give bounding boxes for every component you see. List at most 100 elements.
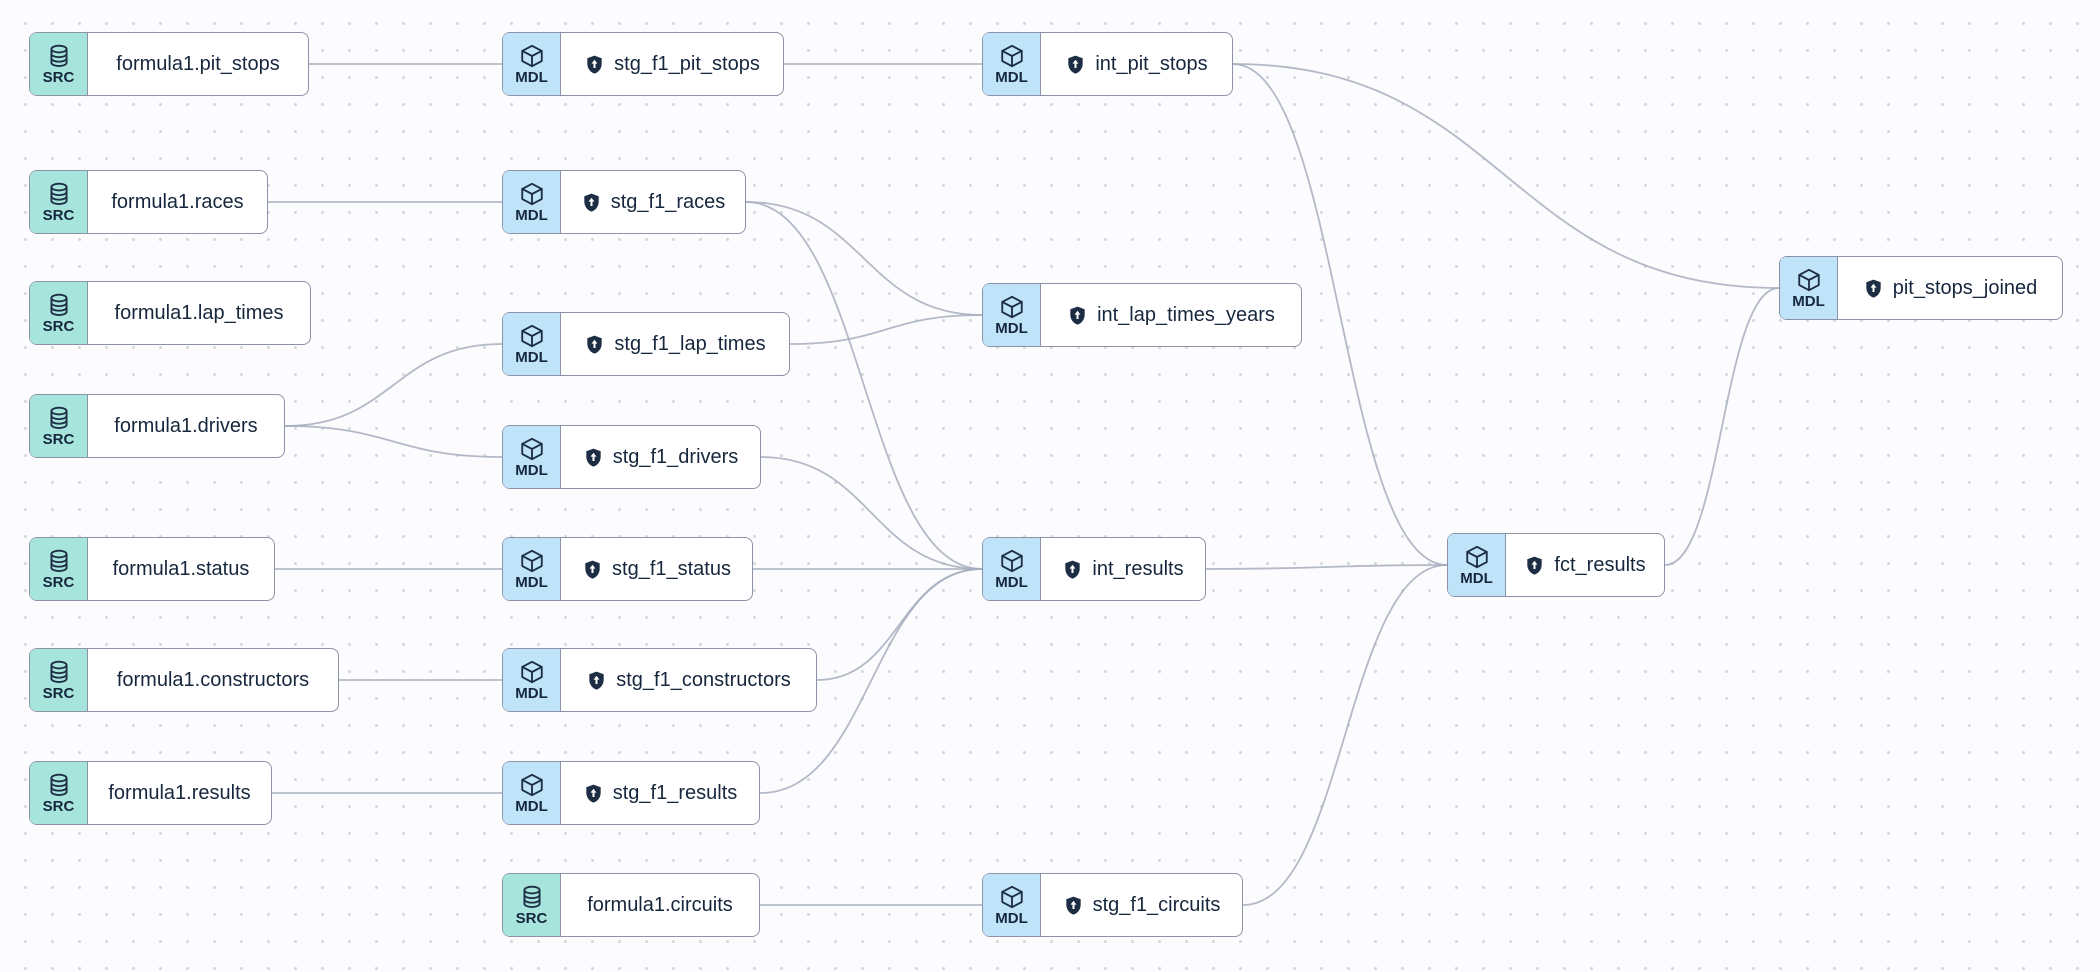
node-src_lap_times[interactable]: SRC formula1.lap_times	[29, 281, 311, 345]
edge-src_drivers-to-stg_f1_lap_times	[284, 343, 503, 427]
node-src_status[interactable]: SRC formula1.status	[29, 537, 275, 601]
cube-icon	[1796, 267, 1822, 293]
node-label: stg_f1_results	[612, 781, 738, 804]
shield-icon	[583, 783, 604, 804]
node-stg_f1_drivers[interactable]: MDL stg_f1_drivers	[502, 425, 761, 489]
node-label: formula1.races	[111, 190, 244, 213]
node-int_pit_stops[interactable]: MDL int_pit_stops	[982, 32, 1233, 96]
node-type-badge: MDL	[503, 313, 561, 375]
cube-icon	[519, 181, 545, 207]
cube-icon	[519, 659, 545, 685]
database-icon	[519, 884, 545, 910]
database-icon	[46, 659, 72, 685]
shield-icon	[1065, 54, 1086, 75]
node-pit_stops_joined[interactable]: MDL pit_stops_joined	[1779, 256, 2063, 320]
node-type-badge: SRC	[30, 762, 88, 824]
shield-icon	[584, 334, 605, 355]
node-src_circuits[interactable]: SRC formula1.circuits	[502, 873, 760, 937]
node-label: formula1.pit_stops	[116, 52, 280, 75]
cube-icon	[1464, 544, 1490, 570]
node-type-badge: MDL	[983, 874, 1041, 936]
shield-icon	[581, 192, 602, 213]
node-label: stg_f1_pit_stops	[614, 52, 760, 75]
node-stg_f1_pit_stops[interactable]: MDL stg_f1_pit_stops	[502, 32, 784, 96]
node-type-badge: SRC	[30, 395, 88, 457]
cube-icon	[999, 548, 1025, 574]
node-type-badge: MDL	[503, 649, 561, 711]
edge-stg_f1_races-to-int_lap_times_years	[745, 201, 983, 316]
node-type-badge: SRC	[30, 649, 88, 711]
cube-icon	[519, 436, 545, 462]
shield-icon	[1524, 555, 1545, 576]
node-stg_f1_lap_times[interactable]: MDL stg_f1_lap_times	[502, 312, 790, 376]
edge-stg_f1_results-to-int_results	[759, 568, 983, 794]
node-label: formula1.lap_times	[114, 301, 284, 324]
shield-icon	[583, 447, 604, 468]
node-label: stg_f1_status	[612, 557, 731, 580]
node-label: formula1.drivers	[114, 414, 258, 437]
node-label: stg_f1_drivers	[612, 445, 739, 468]
node-type-badge: MDL	[983, 538, 1041, 600]
edge-stg_f1_races-to-int_results	[745, 201, 983, 570]
node-src_pit_stops[interactable]: SRC formula1.pit_stops	[29, 32, 309, 96]
node-label: formula1.circuits	[587, 893, 733, 916]
node-type-badge: MDL	[1780, 257, 1838, 319]
node-type-badge: MDL	[983, 33, 1041, 95]
cube-icon	[519, 772, 545, 798]
node-type-badge: MDL	[503, 171, 561, 233]
node-type-badge: SRC	[503, 874, 561, 936]
shield-icon	[1863, 278, 1884, 299]
node-label: pit_stops_joined	[1892, 276, 2038, 299]
node-stg_f1_circuits[interactable]: MDL stg_f1_circuits	[982, 873, 1243, 937]
database-icon	[46, 548, 72, 574]
node-label: stg_f1_races	[610, 190, 726, 213]
node-type-badge: MDL	[983, 284, 1041, 346]
cube-icon	[999, 294, 1025, 320]
node-type-badge: MDL	[1448, 534, 1506, 596]
node-type-badge: MDL	[503, 538, 561, 600]
node-label: stg_f1_circuits	[1092, 893, 1221, 916]
database-icon	[46, 772, 72, 798]
database-icon	[46, 292, 72, 318]
edge-stg_f1_circuits-to-fct_results	[1242, 564, 1448, 906]
node-label: formula1.results	[108, 781, 251, 804]
edge-int_pit_stops-to-pit_stops_joined	[1232, 63, 1780, 289]
edge-int_results-to-fct_results	[1205, 564, 1448, 570]
node-label: formula1.constructors	[116, 668, 310, 691]
node-label: stg_f1_lap_times	[614, 332, 766, 355]
node-label: stg_f1_constructors	[616, 668, 791, 691]
node-int_results[interactable]: MDL int_results	[982, 537, 1206, 601]
shield-icon	[584, 54, 605, 75]
node-type-badge: SRC	[30, 538, 88, 600]
node-int_lap_times_years[interactable]: MDL int_lap_times_years	[982, 283, 1302, 347]
edge-src_drivers-to-stg_f1_drivers	[284, 425, 503, 458]
node-label: int_lap_times_years	[1097, 303, 1275, 326]
node-label: int_pit_stops	[1095, 52, 1208, 75]
node-type-badge: MDL	[503, 426, 561, 488]
shield-icon	[582, 559, 603, 580]
cube-icon	[519, 43, 545, 69]
node-stg_f1_races[interactable]: MDL stg_f1_races	[502, 170, 746, 234]
node-stg_f1_results[interactable]: MDL stg_f1_results	[502, 761, 760, 825]
node-stg_f1_status[interactable]: MDL stg_f1_status	[502, 537, 753, 601]
edge-int_pit_stops-to-fct_results	[1232, 63, 1448, 566]
node-src_drivers[interactable]: SRC formula1.drivers	[29, 394, 285, 458]
database-icon	[46, 43, 72, 69]
cube-icon	[999, 43, 1025, 69]
node-type-badge: SRC	[30, 171, 88, 233]
node-src_constructors[interactable]: SRC formula1.constructors	[29, 648, 339, 712]
node-stg_f1_constructors[interactable]: MDL stg_f1_constructors	[502, 648, 817, 712]
shield-icon	[1063, 895, 1084, 916]
shield-icon	[1067, 305, 1088, 326]
shield-icon	[1062, 559, 1083, 580]
database-icon	[46, 405, 72, 431]
node-label: fct_results	[1554, 553, 1646, 576]
node-fct_results[interactable]: MDL fct_results	[1447, 533, 1665, 597]
cube-icon	[519, 323, 545, 349]
edge-fct_results-to-pit_stops_joined	[1664, 287, 1780, 566]
node-src_races[interactable]: SRC formula1.races	[29, 170, 268, 234]
node-src_results[interactable]: SRC formula1.results	[29, 761, 272, 825]
